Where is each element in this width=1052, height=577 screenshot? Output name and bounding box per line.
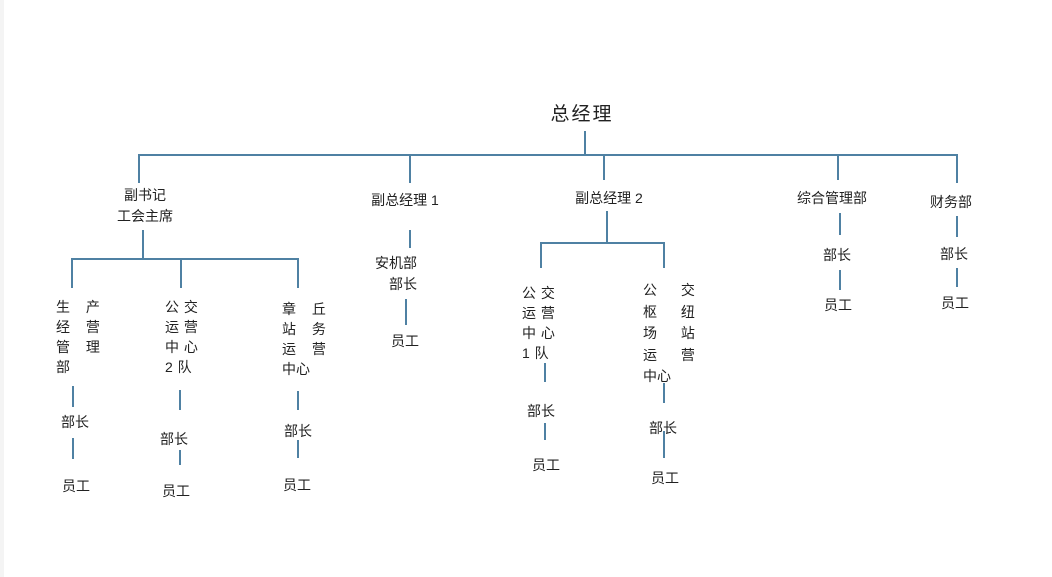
connector-drop-zhangqiu (297, 258, 299, 288)
connector-zhangqiu-staff (297, 440, 299, 458)
node-prod-mgmt-staff: 员工 (62, 478, 90, 494)
node-general-admin-staff: 员工 (824, 297, 852, 313)
node-hub-center-chief: 部长 (649, 420, 677, 436)
node-anji-staff: 员工 (391, 333, 419, 349)
node-prod-mgmt-dept: 生 产 经 营 管 理 部 (56, 299, 100, 375)
node-bus-team2-chief: 部长 (160, 431, 188, 447)
connector-bus-team2-chief (179, 390, 181, 410)
connector-vice-gm2-horizontal (540, 242, 664, 244)
connector-drop-prod-mgmt (71, 258, 73, 288)
connector-drop-general-admin (837, 154, 839, 180)
connector-drop-bus-team2 (180, 258, 182, 288)
node-finance-chief: 部长 (940, 246, 968, 262)
node-bus-team1-chief: 部长 (527, 403, 555, 419)
node-bus-team1-staff: 员工 (532, 457, 560, 473)
node-ceo: 总经理 (550, 104, 614, 125)
connector-hub-center-staff (663, 431, 665, 458)
connector-general-admin-staff (839, 270, 841, 290)
connector-anji-staff (405, 299, 407, 325)
connector-vice-gm1-stub (409, 230, 411, 248)
connector-deputy-horizontal (71, 258, 299, 260)
node-general-admin: 综合管理部 (797, 190, 867, 206)
connector-level2-horizontal (138, 154, 957, 156)
node-anji-chief: 部长 (389, 276, 417, 292)
node-anji-dept: 安机部 (375, 255, 417, 271)
node-general-admin-chief: 部长 (823, 247, 851, 263)
node-vice-gm2: 副总经理 2 (575, 190, 643, 206)
connector-prod-mgmt-chief (72, 386, 74, 407)
connector-drop-vice-gm1 (409, 154, 411, 183)
connector-drop-vice-gm2 (603, 154, 605, 180)
connector-drop-finance (956, 154, 958, 183)
node-zhangqiu-staff: 员工 (283, 477, 311, 493)
connector-hub-center-chief (663, 383, 665, 403)
connector-drop-deputy-secretary (138, 154, 140, 183)
connector-deputy-stub (142, 230, 144, 258)
connector-ceo-stub (584, 131, 586, 154)
node-hub-center-staff: 员工 (651, 470, 679, 486)
node-bus-team1-dept: 公 交 运 营 中 心 1 队 (522, 285, 555, 361)
page-edge-shade (0, 0, 4, 577)
connector-drop-bus-team1 (540, 242, 542, 268)
node-vice-gm1: 副总经理 1 (371, 192, 439, 208)
connector-vice-gm2-stub (606, 211, 608, 243)
connector-finance-staff (956, 268, 958, 287)
node-finance: 财务部 (930, 194, 972, 210)
connector-finance-chief (956, 216, 958, 237)
connector-general-admin-chief (839, 213, 841, 235)
node-prod-mgmt-chief: 部长 (61, 414, 89, 430)
node-bus-team2-dept: 公 交 运 营 中 心 2 队 (165, 299, 198, 375)
connector-bus-team1-staff (544, 423, 546, 440)
node-zhangqiu-dept: 章 丘 站 务 运 营 中心 (282, 301, 326, 377)
node-bus-team2-staff: 员工 (162, 483, 190, 499)
connector-drop-hub-center (663, 242, 665, 268)
connector-zhangqiu-chief (297, 391, 299, 410)
node-deputy-secretary: 副书记 工会主席 (117, 187, 173, 224)
connector-bus-team1-chief (544, 363, 546, 382)
connector-bus-team2-staff (179, 450, 181, 465)
node-zhangqiu-chief: 部长 (284, 423, 312, 439)
connector-prod-mgmt-staff (72, 438, 74, 459)
node-hub-center-dept: 公 交 枢 纽 场 站 运 营 中心 (643, 282, 695, 384)
node-finance-staff: 员工 (941, 295, 969, 311)
